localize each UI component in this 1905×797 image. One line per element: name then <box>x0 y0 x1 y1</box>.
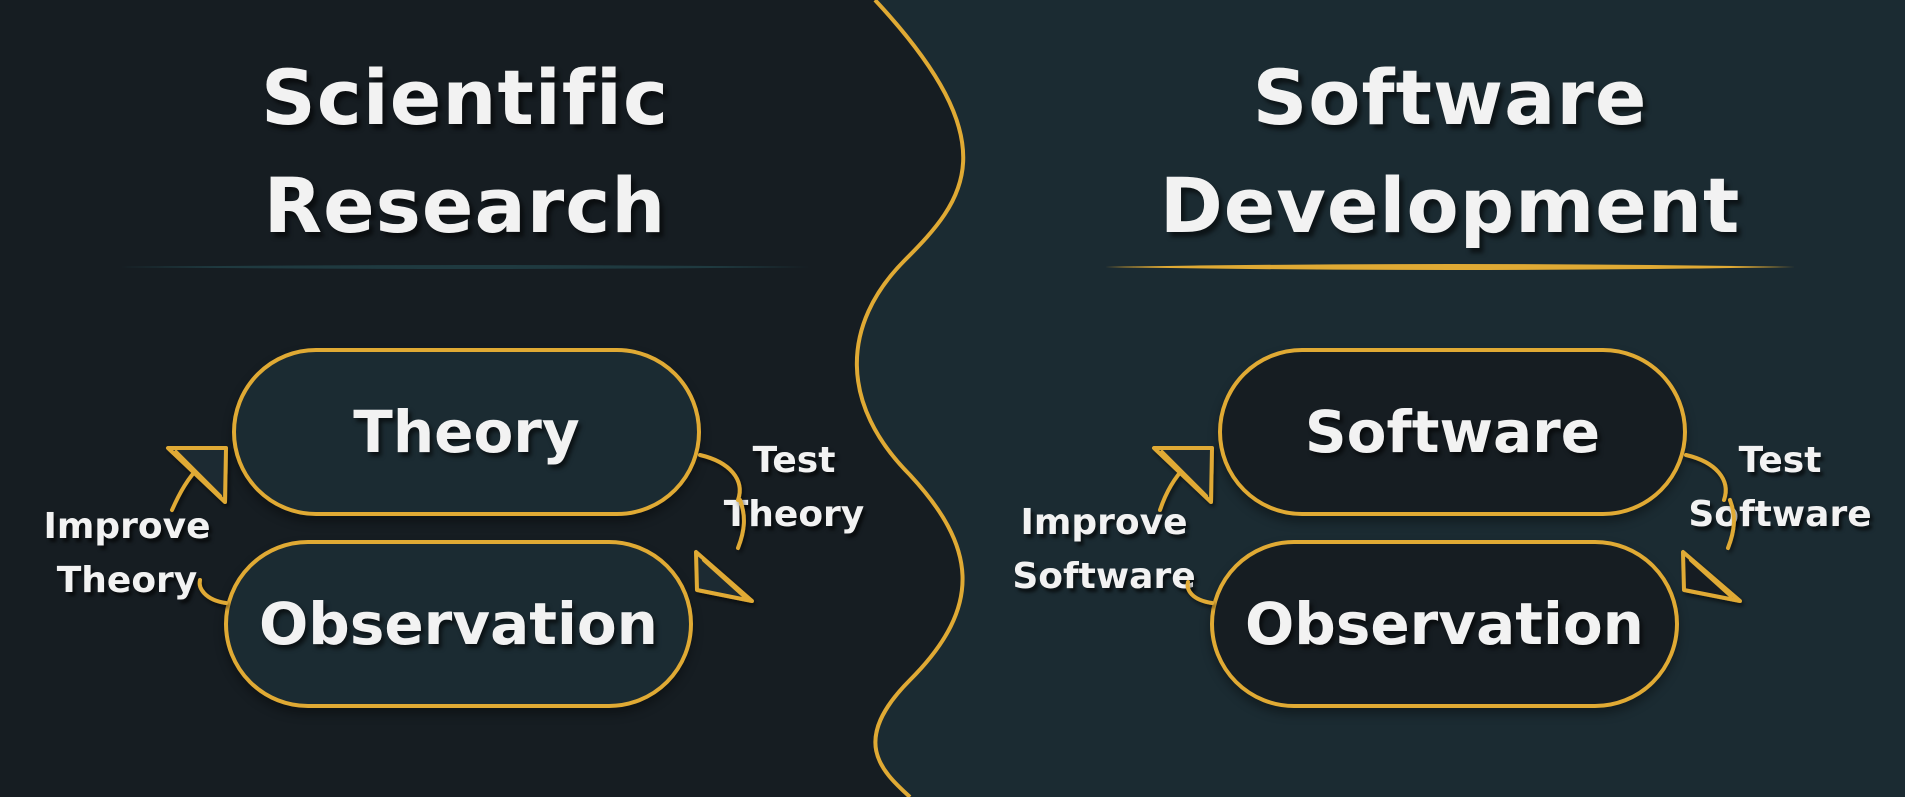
left-title-line1: Scientific <box>260 53 670 142</box>
right-node-software-label: Software <box>1304 398 1601 466</box>
left-node-observation: Observation <box>224 540 693 708</box>
left-title: Scientific Research <box>160 44 770 260</box>
right-node-software: Software <box>1218 348 1687 516</box>
left-node-theory: Theory <box>232 348 701 516</box>
left-node-theory-label: Theory <box>353 398 580 466</box>
wave-divider <box>854 0 966 797</box>
right-title-underline <box>1105 264 1795 270</box>
left-improve-label: Improve Theory <box>34 500 220 608</box>
right-test-label: Test Software <box>1680 434 1880 542</box>
left-improve-label-line1: Improve <box>43 506 211 547</box>
right-test-label-line1: Test <box>1738 440 1822 481</box>
left-improve-label-line2: Theory <box>56 560 198 601</box>
right-title: Software Development <box>1150 44 1750 260</box>
left-test-label: Test Theory <box>714 434 874 542</box>
right-test-label-line2: Software <box>1688 494 1872 535</box>
right-title-line1: Software <box>1252 53 1648 142</box>
left-title-line2: Research <box>263 161 667 250</box>
right-node-observation: Observation <box>1210 540 1679 708</box>
right-improve-label-line1: Improve <box>1020 502 1188 543</box>
right-improve-label-line2: Software <box>1012 556 1196 597</box>
right-title-line2: Development <box>1159 161 1741 250</box>
left-title-underline <box>120 265 810 269</box>
left-test-label-line1: Test <box>752 440 836 481</box>
right-node-observation-label: Observation <box>1245 590 1644 658</box>
left-test-label-line2: Theory <box>723 494 865 535</box>
left-node-observation-label: Observation <box>259 590 658 658</box>
right-improve-label: Improve Software <box>1004 496 1204 604</box>
